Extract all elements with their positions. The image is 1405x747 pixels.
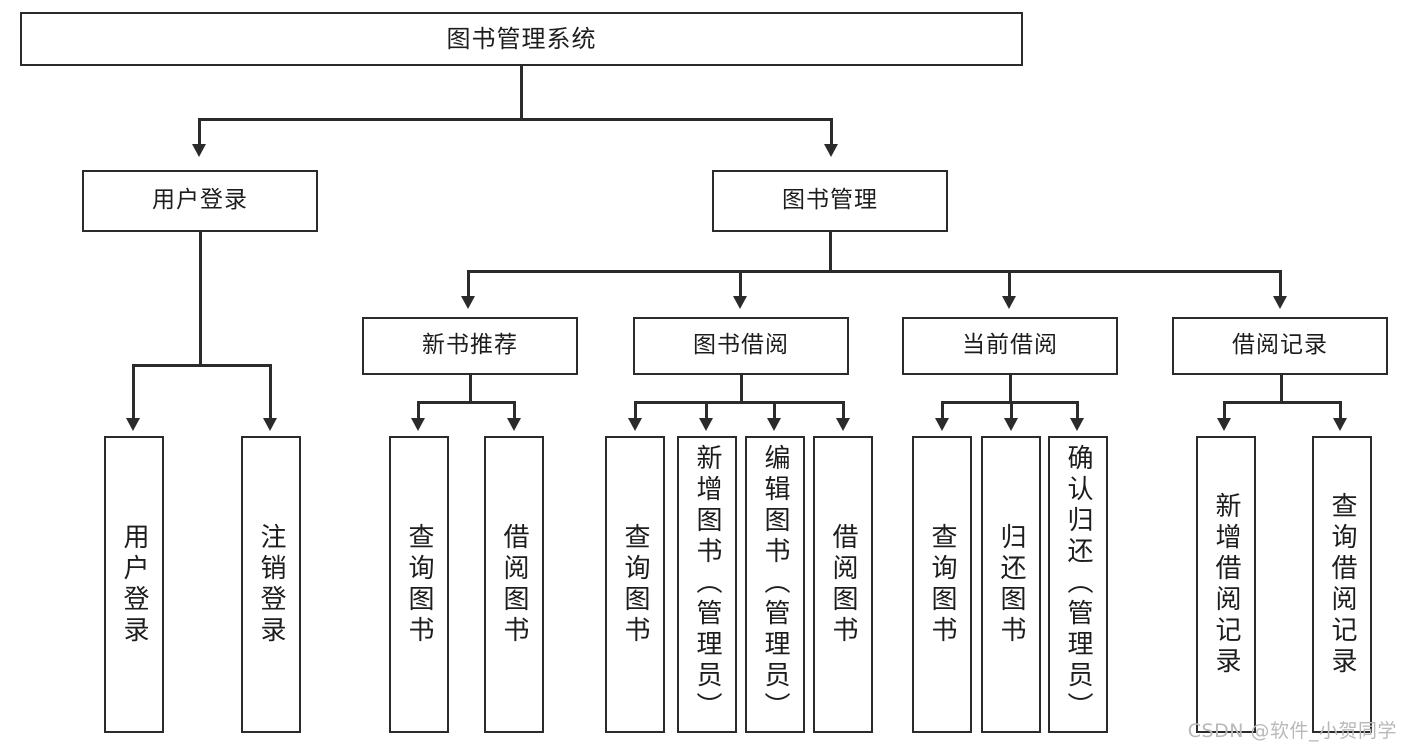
node-label: 用户登录 <box>119 522 149 647</box>
connector-borrow-book-stem <box>740 375 743 403</box>
leaf-query-borrow-record[interactable]: 查询借阅记录 <box>1312 436 1372 733</box>
leaf-borrow-book-recommend[interactable]: 借阅图书 <box>484 436 544 733</box>
arrowhead-current-borrow-leaf1 <box>935 418 949 431</box>
connector-to-borrow-book <box>739 270 742 300</box>
arrowhead-to-new-book <box>461 296 475 309</box>
node-label: 用户登录 <box>152 187 248 214</box>
connector-borrow-book-leaf1 <box>634 401 637 421</box>
connector-to-book-mgmt <box>830 118 833 148</box>
leaf-query-book-current[interactable]: 查询图书 <box>912 436 972 733</box>
node-root-system[interactable]: 图书管理系统 <box>20 12 1023 66</box>
leaf-return-book[interactable]: 归还图书 <box>981 436 1041 733</box>
node-label: 借阅记录 <box>1232 332 1328 359</box>
connector-user-login-leaf2 <box>269 364 272 422</box>
arrowhead-user-login-leaf2 <box>263 418 277 431</box>
connector-borrow-record-stem <box>1280 375 1283 403</box>
connector-current-borrow-leaf1 <box>941 401 944 421</box>
node-label: 新增借阅记录 <box>1211 491 1241 678</box>
leaf-edit-book-admin[interactable]: 编辑图书（管理员） <box>745 436 805 733</box>
leaf-add-borrow-record[interactable]: 新增借阅记录 <box>1196 436 1256 733</box>
connector-current-borrow-leaf2 <box>1010 401 1013 421</box>
leaf-borrow-book-action[interactable]: 借阅图书 <box>813 436 873 733</box>
connector-root-stem <box>520 66 523 120</box>
connector-new-book-stem <box>469 375 472 403</box>
arrowhead-borrow-record-leaf2 <box>1333 418 1347 431</box>
connector-user-login-stem <box>199 232 202 366</box>
connector-borrow-record-bus <box>1223 401 1341 404</box>
node-label: 新书推荐 <box>422 332 518 359</box>
connector-current-borrow-bus <box>941 401 1078 404</box>
connector-book-mgmt-stem <box>829 232 832 272</box>
node-label: 注销登录 <box>256 522 286 647</box>
node-label: 查询图书 <box>620 522 650 647</box>
arrowhead-to-current-borrow <box>1002 296 1016 309</box>
node-label: 归还图书 <box>996 522 1026 647</box>
node-current-borrow[interactable]: 当前借阅 <box>902 317 1118 375</box>
node-book-management[interactable]: 图书管理 <box>712 170 948 232</box>
connector-to-user-login <box>198 118 201 148</box>
node-label: 查询借阅记录 <box>1327 491 1357 678</box>
node-label: 查询图书 <box>404 522 434 647</box>
arrowhead-new-book-leaf2 <box>507 418 521 431</box>
arrowhead-to-user-login <box>192 144 206 157</box>
leaf-user-login[interactable]: 用户登录 <box>104 436 164 733</box>
node-user-login[interactable]: 用户登录 <box>82 170 318 232</box>
arrowhead-borrow-book-leaf3 <box>767 418 781 431</box>
leaf-add-book-admin[interactable]: 新增图书（管理员） <box>677 436 737 733</box>
arrowhead-current-borrow-leaf2 <box>1004 418 1018 431</box>
node-book-borrow[interactable]: 图书借阅 <box>633 317 849 375</box>
node-borrow-record[interactable]: 借阅记录 <box>1172 317 1388 375</box>
connector-user-login-leaf1 <box>132 364 135 422</box>
connector-level3-bus <box>467 270 1281 273</box>
node-label: 编辑图书（管理员） <box>760 444 790 723</box>
connector-borrow-record-leaf2 <box>1339 401 1342 421</box>
connector-to-current-borrow <box>1008 270 1011 300</box>
connector-current-borrow-stem <box>1009 375 1012 403</box>
arrowhead-user-login-leaf1 <box>126 418 140 431</box>
leaf-query-book-borrow[interactable]: 查询图书 <box>605 436 665 733</box>
arrowhead-borrow-book-leaf2 <box>699 418 713 431</box>
connector-borrow-book-leaf4 <box>842 401 845 421</box>
connector-current-borrow-leaf3 <box>1076 401 1079 421</box>
leaf-logout[interactable]: 注销登录 <box>241 436 301 733</box>
arrowhead-borrow-book-leaf4 <box>836 418 850 431</box>
arrowhead-new-book-leaf1 <box>411 418 425 431</box>
node-label: 查询图书 <box>927 522 957 647</box>
connector-borrow-book-leaf2 <box>705 401 708 421</box>
node-label: 图书借阅 <box>693 332 789 359</box>
leaf-confirm-return-admin[interactable]: 确认归还（管理员） <box>1048 436 1108 733</box>
node-label: 确认归还（管理员） <box>1063 444 1093 723</box>
arrowhead-to-borrow-book <box>733 296 747 309</box>
node-new-book-recommend[interactable]: 新书推荐 <box>362 317 578 375</box>
node-label: 新增图书（管理员） <box>692 444 722 723</box>
connector-new-book-bus <box>417 401 515 404</box>
connector-user-login-bus <box>132 364 269 367</box>
arrowhead-current-borrow-leaf3 <box>1070 418 1084 431</box>
connector-borrow-record-leaf1 <box>1223 401 1226 421</box>
arrowhead-to-book-mgmt <box>824 144 838 157</box>
node-label: 借阅图书 <box>828 522 858 647</box>
connector-to-new-book <box>467 270 470 300</box>
node-label: 当前借阅 <box>962 332 1058 359</box>
node-label: 图书管理 <box>782 187 878 214</box>
node-label: 借阅图书 <box>499 522 529 647</box>
connector-borrow-book-bus <box>634 401 844 404</box>
arrowhead-borrow-book-leaf1 <box>628 418 642 431</box>
connector-new-book-leaf1 <box>417 401 420 421</box>
connector-borrow-book-leaf3 <box>773 401 776 421</box>
connector-root-bus <box>198 118 832 121</box>
arrowhead-borrow-record-leaf1 <box>1217 418 1231 431</box>
node-label: 图书管理系统 <box>446 24 597 53</box>
connector-new-book-leaf2 <box>513 401 516 421</box>
connector-to-borrow-record <box>1279 270 1282 300</box>
leaf-query-book-recommend[interactable]: 查询图书 <box>389 436 449 733</box>
arrowhead-to-borrow-record <box>1273 296 1287 309</box>
